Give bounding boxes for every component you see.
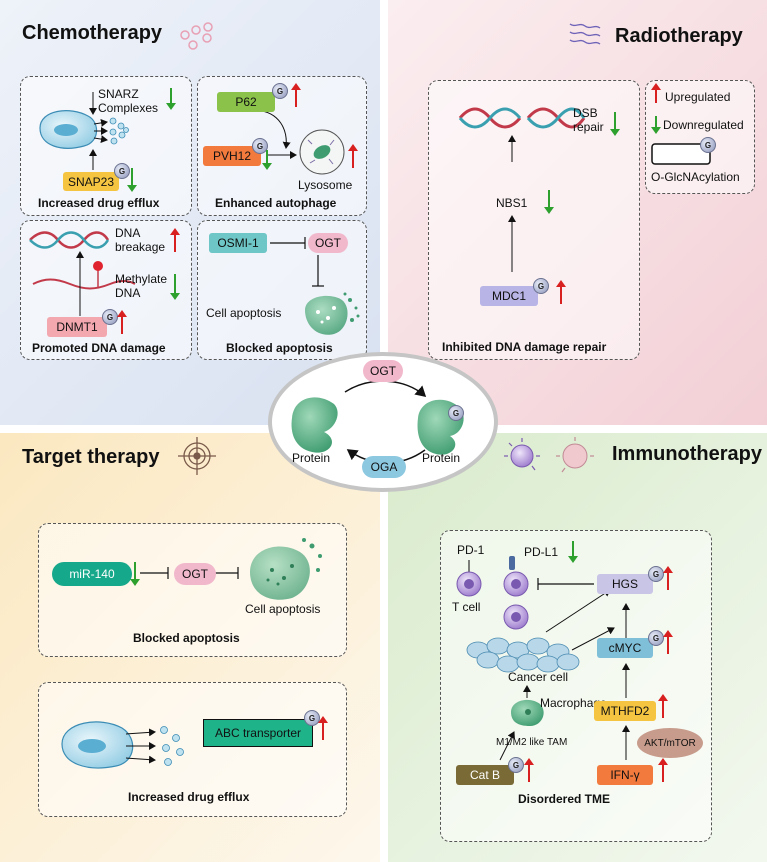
pvh12-node: PVH12 [203, 146, 261, 166]
methylate-down-arrow [170, 274, 180, 300]
blocked-apoptosis-caption-chemo: Blocked apoptosis [226, 341, 333, 355]
chemo-dots-icon [180, 22, 213, 50]
mdc1-node: MDC1 [480, 286, 538, 306]
osmi-inhibit-arrows [270, 237, 324, 287]
mthfd2-up-arrow [658, 694, 668, 718]
target-inhibit-arrows [140, 567, 239, 579]
catb-glcnac-icon: G [508, 757, 524, 773]
drug-efflux-box [20, 76, 192, 216]
tme-box [440, 530, 712, 842]
dna-repair-caption: Inhibited DNA damage repair [442, 340, 607, 354]
cmyc-node: cMYC [597, 638, 653, 658]
hgs-node: HGS [597, 574, 653, 594]
dsb-repair-label: DSB repair [573, 106, 604, 134]
p62-node: P62 [217, 92, 275, 112]
mir140-down-arrow [130, 562, 140, 586]
lysosome-up-arrow [348, 144, 358, 168]
abc-transporter-node: ABC transporter [203, 719, 313, 747]
oga-node: OGA [362, 456, 406, 478]
hgs-up-arrow [663, 566, 673, 590]
cell-apoptosis-label-chemo: Cell apoptosis [206, 306, 282, 320]
p62-glcnac-icon: G [272, 83, 288, 99]
lysosome-label: Lysosome [298, 178, 353, 192]
cancer-cell-label: Cancer cell [508, 670, 569, 684]
snarz-down-arrow [166, 88, 176, 110]
mthfd2-node: MTHFD2 [594, 701, 656, 721]
mdc1-glcnac-icon: G [533, 278, 549, 294]
methylate-dna-label: Methylate DNA [115, 272, 168, 300]
protein-right-label: Protein [422, 451, 461, 465]
legend-downregulated: Downregulated [663, 118, 744, 132]
snarz-complexes-label: SNARZ Complexes [98, 87, 159, 115]
dsb-down-arrow [610, 112, 620, 136]
dna-repair-box [428, 80, 640, 360]
pdl1-down-arrow [568, 541, 578, 563]
legend-box [645, 80, 755, 194]
ifn-gamma-node: IFN-γ [597, 765, 653, 785]
target-crosshair-icon [178, 437, 216, 475]
cell-apoptosis-label-target: Cell apoptosis [245, 602, 321, 616]
legend-down-arrow [651, 116, 661, 134]
pvh12-glcnac-icon: G [252, 138, 268, 154]
center-glcnac-icon: G [448, 405, 464, 421]
ogt-node-target: OGT [174, 563, 216, 585]
dna-damage-caption: Promoted DNA damage [32, 341, 166, 355]
tme-cells [456, 556, 630, 761]
catb-up-arrow [524, 758, 534, 782]
hgs-glcnac-icon: G [648, 566, 664, 582]
immune-cells-icon [504, 437, 594, 473]
p62-up-arrow [291, 83, 301, 107]
radiotherapy-title: Radiotherapy [615, 25, 743, 47]
nbs1-down-arrow [544, 190, 554, 214]
autophage-caption: Enhanced autophage [215, 196, 337, 210]
pvh12-down-arrow [262, 150, 272, 170]
blocked-apoptosis-caption-target: Blocked apoptosis [133, 631, 240, 645]
tam-label: M1/M2 like TAM [496, 737, 568, 748]
snap23-glcnac-icon: G [114, 163, 130, 179]
nbs1-label: NBS1 [496, 196, 528, 210]
protein-left-label: Protein [292, 451, 331, 465]
legend-o-glcnacylation: O-GlcNAcylation [651, 170, 740, 184]
legend-up-arrow [651, 83, 661, 103]
pd1-label: PD-1 [457, 543, 485, 557]
osmi1-node: OSMI-1 [209, 233, 267, 253]
mdc1-up-arrow [556, 280, 566, 304]
lysosome-icon [299, 129, 345, 175]
catb-node: Cat B [456, 765, 514, 785]
tcell-label: T cell [452, 600, 481, 614]
pdl1-label: PD-L1 [524, 545, 559, 559]
breakage-up-arrow [170, 228, 180, 252]
radio-waves-icon [569, 23, 601, 45]
dnmt1-node: DNMT1 [47, 317, 107, 337]
ogt-node-chemo: OGT [308, 233, 348, 253]
legend-glcnac-icon: G [700, 137, 716, 153]
cmyc-glcnac-icon: G [648, 630, 664, 646]
immunotherapy-title: Immunotherapy [612, 443, 763, 465]
dnmt1-glcnac-icon: G [102, 309, 118, 325]
chemotherapy-title: Chemotherapy [22, 22, 163, 44]
macrophage-label: Macrophage [540, 696, 607, 710]
target-apoptotic-cell-icon [250, 538, 322, 600]
mir140-node: miR-140 [52, 562, 132, 586]
akt-mtor-node: AKT/mTOR [637, 728, 703, 758]
drug-efflux-caption-target: Increased drug efflux [128, 790, 250, 804]
apoptotic-cell-icon [305, 292, 360, 335]
tme-caption: Disordered TME [518, 792, 611, 806]
methylate-dna-icon [32, 251, 136, 316]
target-therapy-title: Target therapy [22, 446, 160, 468]
cmyc-up-arrow [663, 630, 673, 654]
legend-upregulated: Upregulated [665, 90, 731, 104]
ogt-node-center: OGT [363, 360, 403, 382]
snap23-node: SNAP23 [63, 172, 119, 191]
dnmt1-up-arrow [117, 310, 127, 334]
snap23-down-arrow [127, 168, 137, 192]
dsb-dna-icon [458, 107, 586, 129]
abc-up-arrow [318, 716, 328, 740]
efflux-caption: Increased drug efflux [38, 196, 160, 210]
ifn-up-arrow [658, 758, 668, 782]
target-efflux-cell-icon [61, 721, 184, 769]
efflux-cell-icon [39, 92, 129, 170]
dna-breakage-label: DNA breakage [115, 226, 166, 254]
dna-helix-icon [29, 231, 110, 249]
